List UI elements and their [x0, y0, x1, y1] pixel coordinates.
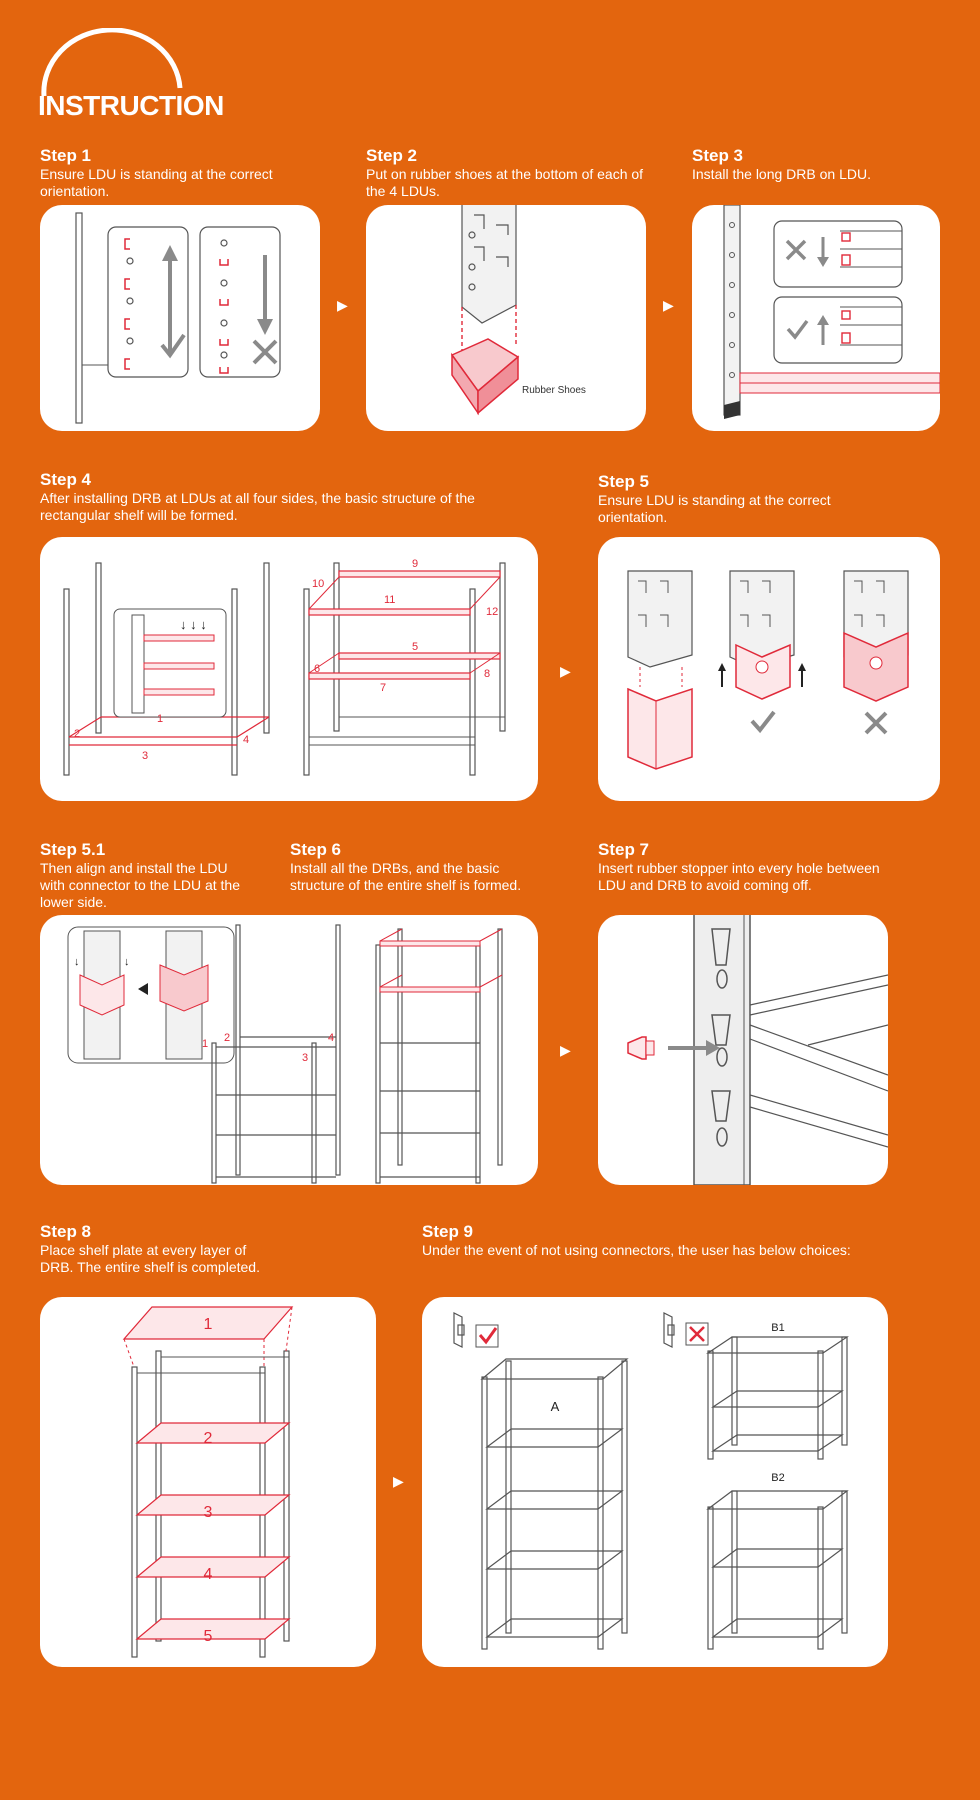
step4-num-11: 11 — [384, 594, 395, 606]
step8-num-3: 3 — [204, 1504, 213, 1521]
step7-illustration — [627, 915, 888, 1185]
step8-desc: Place shelf plate at every layer of DRB.… — [40, 1242, 260, 1275]
step9-illustration: A B1 B2 — [453, 1312, 849, 1650]
step4-num-7: 7 — [380, 682, 386, 694]
step8-num-5: 5 — [204, 1628, 213, 1645]
step4-header: Step 4 After installing DRB at LDUs at a… — [40, 470, 480, 524]
connector-icon — [663, 1312, 675, 1348]
step4-desc: After installing DRB at LDUs at all four… — [40, 490, 475, 523]
check-icon — [160, 333, 186, 359]
step5-illustration — [627, 570, 909, 770]
step4-illustration: ↓ ↓ ↓ 1 2 3 4 5 6 7 8 9 10 11 12 — [63, 558, 506, 776]
shelf-a-label: A — [551, 1399, 560, 1414]
page-title: INSTRUCTION — [38, 90, 224, 121]
step2-illustration: Rubber Shoes — [450, 205, 586, 416]
step3-title: Step 3 — [692, 146, 744, 165]
step51-desc: Then align and install the LDU with conn… — [40, 860, 240, 910]
step6-card: ↓ ↓ 1 2 3 4 — [40, 915, 538, 1185]
step4-num-1: 1 — [157, 713, 163, 725]
step6-title: Step 6 — [290, 840, 342, 859]
step4-card: ↓ ↓ ↓ 1 2 3 4 5 6 7 8 9 10 11 12 — [40, 537, 538, 801]
svg-text:↓: ↓ — [74, 956, 80, 968]
shelf-b1-label: B1 — [771, 1322, 784, 1334]
step4-num-9: 9 — [412, 558, 418, 570]
step5-desc: Ensure LDU is standing at the correct or… — [598, 492, 831, 525]
step4-num-5: 5 — [412, 641, 418, 653]
step4-num-8: 8 — [484, 668, 490, 680]
step3-illustration — [723, 205, 940, 419]
cross-icon — [785, 239, 807, 261]
step4-num-12: 12 — [486, 606, 498, 618]
step9-header: Step 9 Under the event of not using conn… — [422, 1222, 922, 1259]
svg-text:↓: ↓ — [124, 956, 130, 968]
shelf-b2-label: B2 — [771, 1472, 784, 1484]
cross-icon — [864, 711, 888, 735]
connector-icon — [453, 1312, 465, 1348]
step3-header: Step 3 Install the long DRB on LDU. — [692, 146, 952, 183]
step4-title: Step 4 — [40, 470, 92, 489]
step-arrow-icon: ▶ — [337, 297, 348, 313]
step9-desc: Under the event of not using connectors,… — [422, 1242, 851, 1258]
step8-illustration: 1 2 3 4 5 — [122, 1306, 294, 1658]
step4-num-4: 4 — [243, 734, 249, 746]
step2-title: Step 2 — [366, 146, 418, 165]
step2-header: Step 2 Put on rubber shoes at the bottom… — [366, 146, 666, 200]
cross-icon — [689, 1326, 705, 1342]
step8-num-4: 4 — [204, 1566, 213, 1583]
step-arrow-icon: ▶ — [393, 1473, 404, 1489]
step3-card — [692, 205, 940, 431]
step2-card: Rubber Shoes — [366, 205, 646, 431]
step1-title: Step 1 — [40, 146, 92, 165]
step8-card: 1 2 3 4 5 — [40, 1297, 376, 1667]
step7-card — [598, 915, 888, 1185]
cross-icon — [252, 339, 278, 365]
step-arrow-icon: ▶ — [663, 297, 674, 313]
step4-num-6: 6 — [314, 663, 320, 675]
step7-title: Step 7 — [598, 840, 650, 859]
check-icon — [750, 710, 776, 734]
step5-card — [598, 537, 940, 801]
step4-num-2: 2 — [74, 728, 80, 740]
step9-title: Step 9 — [422, 1222, 474, 1241]
step4-num-10: 10 — [312, 578, 324, 590]
step7-header: Step 7 Insert rubber stopper into every … — [598, 840, 898, 894]
step8-num-2: 2 — [204, 1430, 213, 1447]
step8-header: Step 8 Place shelf plate at every layer … — [40, 1222, 270, 1276]
step51-num-2: 2 — [224, 1032, 230, 1044]
step9-card: A B1 B2 — [422, 1297, 888, 1667]
step5-header: Step 5 Ensure LDU is standing at the cor… — [598, 472, 878, 526]
step1-card — [40, 205, 320, 431]
step1-illustration — [75, 212, 281, 424]
step8-num-1: 1 — [204, 1316, 213, 1333]
rubber-shoes-label: Rubber Shoes — [522, 385, 586, 396]
step-arrow-icon: ▶ — [560, 1042, 571, 1058]
step3-desc: Install the long DRB on LDU. — [692, 166, 871, 182]
step51-num-1: 1 — [202, 1038, 208, 1050]
step6-header: Step 6 Install all the DRBs, and the bas… — [290, 840, 550, 894]
step51-num-3: 3 — [302, 1052, 308, 1064]
step-arrow-icon: ▶ — [560, 663, 571, 679]
step7-desc: Insert rubber stopper into every hole be… — [598, 860, 880, 893]
step51-header: Step 5.1 Then align and install the LDU … — [40, 840, 240, 911]
step2-desc: Put on rubber shoes at the bottom of eac… — [366, 166, 644, 199]
check-icon — [478, 1327, 498, 1345]
step5-title: Step 5 — [598, 472, 650, 491]
step6-desc: Install all the DRBs, and the basic stru… — [290, 860, 522, 893]
svg-text:↓ ↓ ↓: ↓ ↓ ↓ — [180, 617, 207, 632]
step1-desc: Ensure LDU is standing at the correct or… — [40, 166, 273, 199]
step1-header: Step 1 Ensure LDU is standing at the cor… — [40, 146, 280, 200]
step4-num-3: 3 — [142, 750, 148, 762]
step8-title: Step 8 — [40, 1222, 92, 1241]
step6-illustration: ↓ ↓ 1 2 3 4 — [67, 924, 503, 1184]
logo-arc-icon — [41, 28, 183, 97]
step51-num-4: 4 — [328, 1032, 334, 1044]
step51-title: Step 5.1 — [40, 840, 106, 859]
check-icon — [786, 319, 809, 340]
